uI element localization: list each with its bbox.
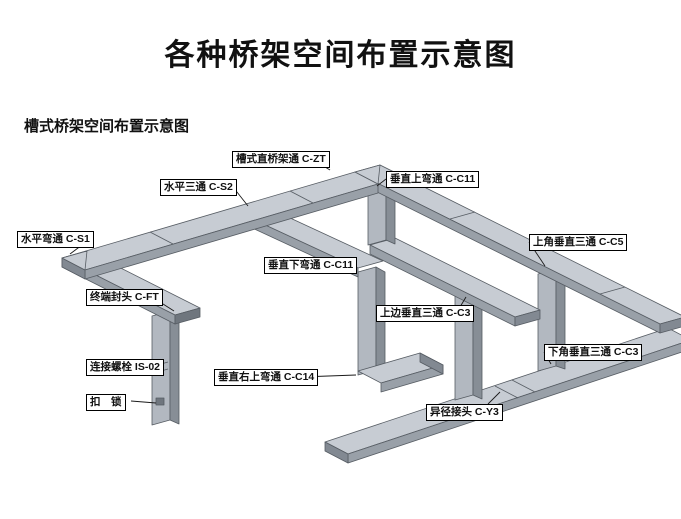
label-buckle-lock: 扣 锁 (86, 394, 126, 412)
label-trough-straight-tray: 槽式直桥架通 C-ZT (232, 151, 330, 169)
tray-long-right-run (354, 164, 681, 334)
label-vertical-right-up-bend: 垂直右上弯通 C-C14 (214, 369, 319, 387)
tray-column-center (357, 266, 386, 376)
label-vertical-down-bend: 垂直下弯通 C-C11 (264, 257, 358, 275)
tray-stub-center (357, 352, 444, 393)
label-vertical-up-bend: 垂直上弯通 C-C11 (386, 171, 480, 189)
label-upper-corner-vertical-tee: 上角垂直三通 C-C5 (529, 234, 628, 252)
label-end-cap: 终端封头 C-FT (86, 289, 163, 307)
label-reducing-joint: 异径接头 C-Y3 (426, 404, 503, 422)
label-horizontal-bend: 水平弯通 C-S1 (17, 231, 94, 249)
label-connecting-bolt: 连接螺栓 IS-02 (86, 359, 165, 377)
section-subtitle: 槽式桥架空间布置示意图 (24, 118, 190, 135)
label-lower-corner-vertical-tee: 下角垂直三通 C-C3 (544, 344, 643, 362)
page-title: 各种桥架空间布置示意图 (164, 39, 517, 72)
tray-bend-patches (61, 164, 381, 271)
label-top-side-vertical-tee: 上边垂直三通 C-C3 (376, 305, 475, 323)
reducer-joint (494, 379, 536, 399)
label-horizontal-tee: 水平三通 C-S2 (160, 179, 237, 197)
